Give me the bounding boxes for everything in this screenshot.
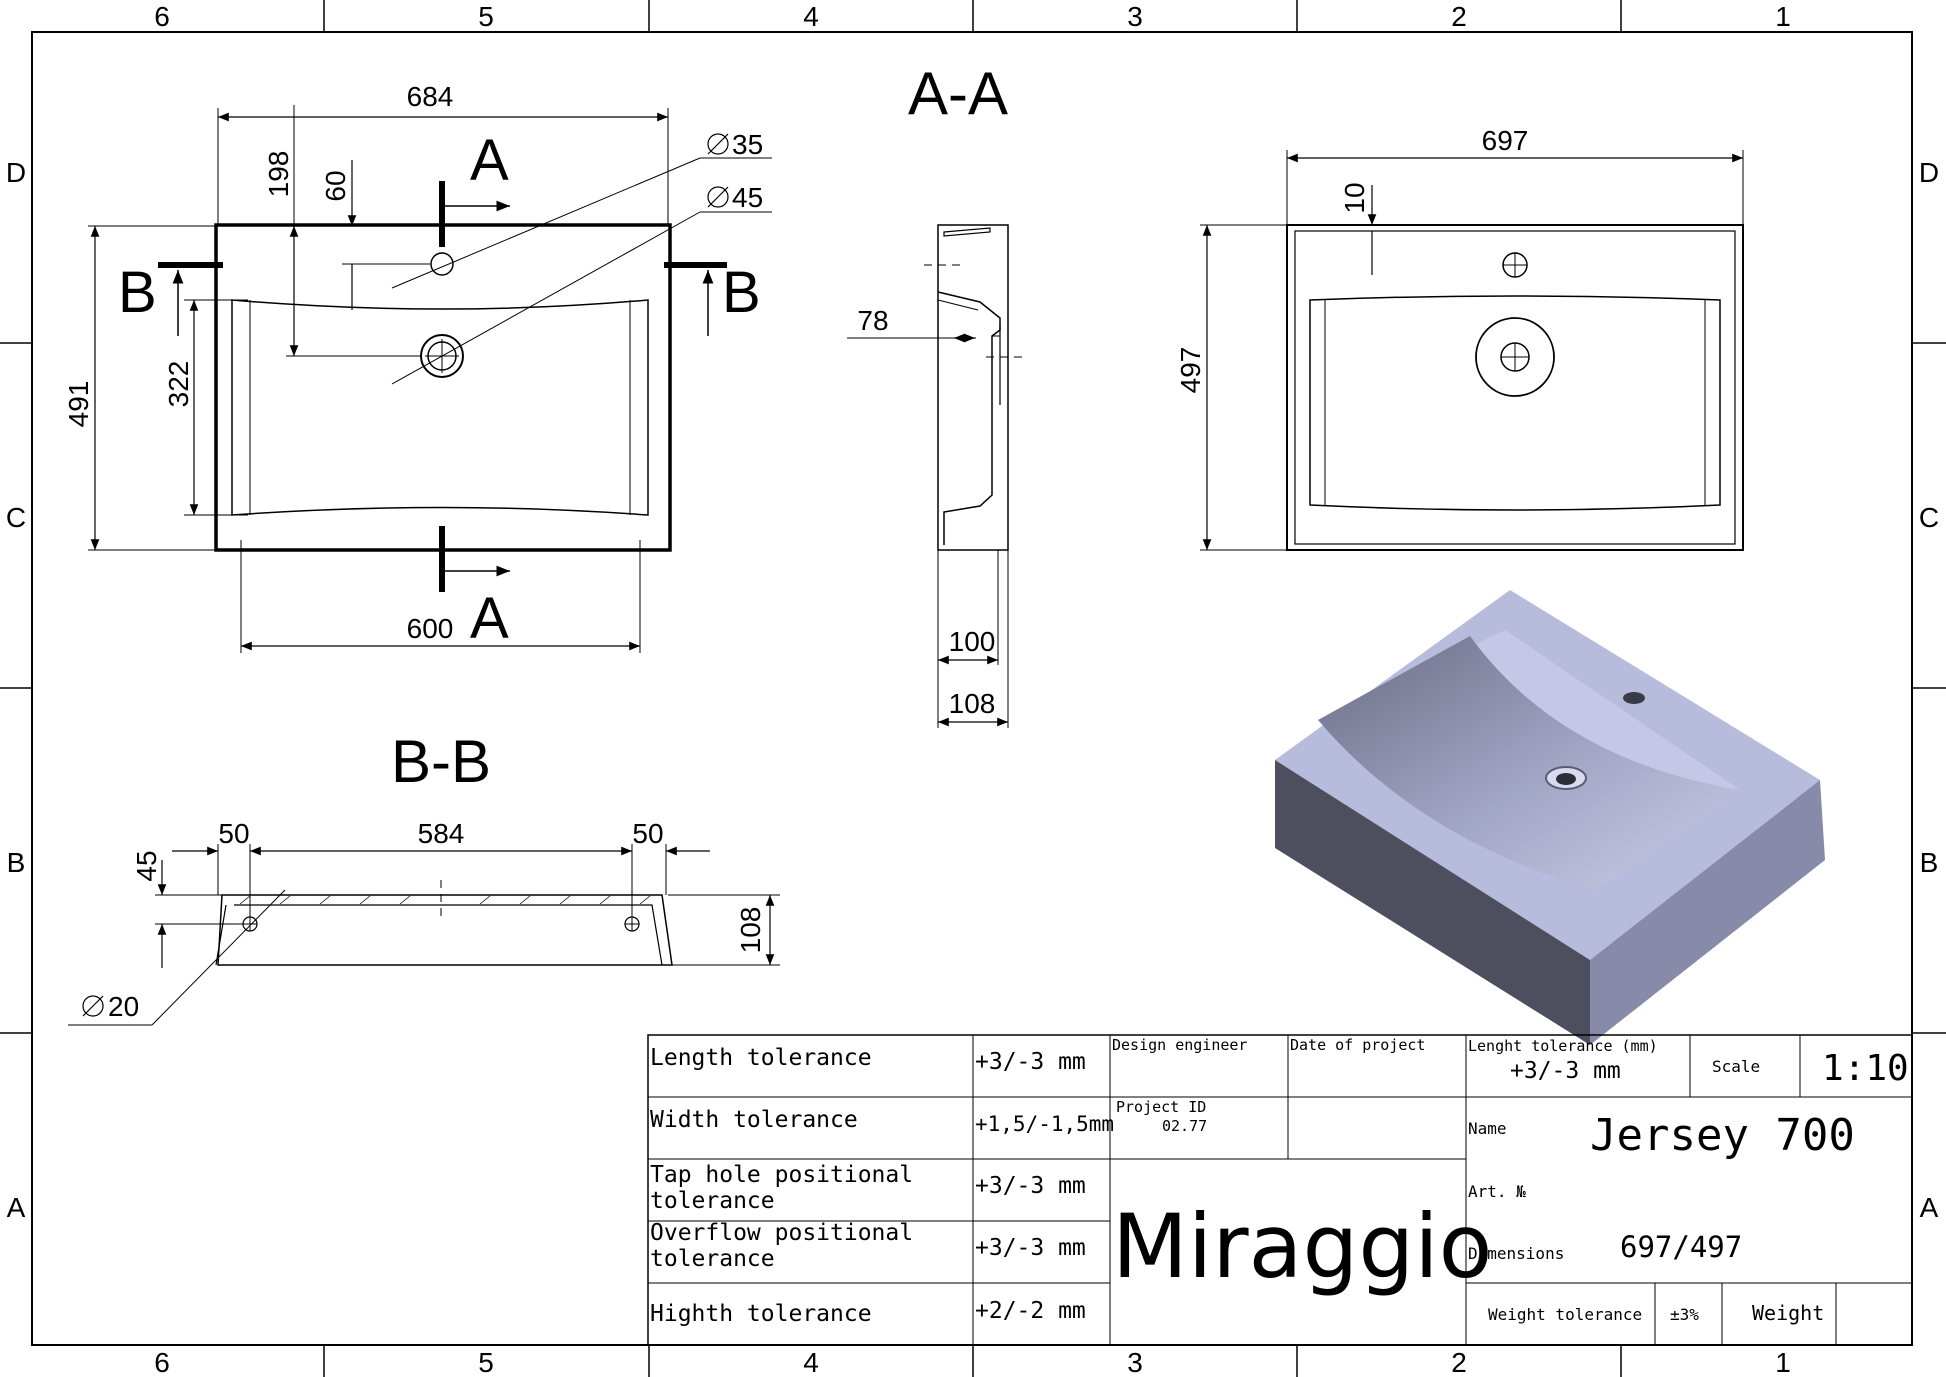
frame-column-labels: 6 5 4 3 2 1 6 5 4 3 2 1 [154,1,1791,1377]
cut-b-right-label: B [722,260,761,325]
cut-b-left-label: B [118,260,157,325]
brand-logo: Miraggio [1112,1195,1493,1298]
length-tolerance-mm-label: Lenght tolerance (mm) [1468,1037,1658,1055]
tol-height-value: +2/-2 mm [975,1298,1086,1324]
render-front-face [1275,760,1590,1045]
render-side-face [1590,780,1825,1045]
render-drain-hole [1556,773,1576,785]
weight-tolerance-label: Weight tolerance [1488,1305,1642,1324]
dim-top-height: 491 [63,381,94,428]
tol-tap-label-text: Tap hole positional [650,1162,913,1188]
tol-tap-value: +3/-3 mm [975,1173,1086,1199]
tol-overflow-label-text: Overflow positional [650,1220,913,1246]
row-label-left: D [6,157,26,188]
section-aa-view: 78 100 108 [847,224,1028,728]
tol-length-value: +3/-3 mm [975,1049,1086,1075]
dim-aa-bowl-depth: 78 [857,305,888,336]
design-engineer-label: Design engineer [1112,1036,1247,1054]
dim-aa-outer-height: 108 [949,688,996,719]
cut-a-bottom-label: A [470,586,509,651]
dim-tap-hole-dia: 35 [732,129,763,160]
tol-overflow-label-text-line2: tolerance [650,1246,775,1272]
project-id-label: Project ID [1116,1098,1206,1116]
dim-bb-hole-dia: 20 [108,991,139,1022]
col-label-top: 5 [478,1,494,32]
col-label-top: 3 [1127,1,1143,32]
col-label-bottom: 1 [1775,1347,1791,1377]
row-label-left: A [7,1192,26,1223]
name-label: Name [1468,1119,1507,1138]
row-label-left: C [6,502,26,533]
weight-tolerance-value: ±3% [1670,1305,1699,1324]
col-label-bottom: 5 [478,1347,494,1377]
col-label-bottom: 2 [1451,1347,1467,1377]
tol-length-label: Length tolerance [650,1045,872,1071]
scale-value: 1:10 [1822,1048,1909,1089]
art-number-label: Art. № [1468,1182,1526,1201]
row-label-left: B [7,847,26,878]
cut-a-top-label: A [470,128,509,193]
col-label-top: 4 [803,1,819,32]
tol-overflow-label: Overflow positional tolerance [650,1220,927,1272]
length-tolerance-mm-value: +3/-3 mm [1510,1058,1621,1084]
tol-width-value: +1,5/-1,5mm [975,1112,1114,1136]
project-id-value: 02.77 [1162,1117,1207,1135]
section-bb-title: B-B [391,728,491,795]
dim-aa-inner-height: 100 [949,626,996,657]
section-aa-title: A-A [908,60,1008,127]
tol-overflow-value: +3/-3 mm [975,1235,1086,1261]
tol-tap-label: Tap hole positional tolerance [650,1162,927,1214]
dim-bb-top-offset: 45 [131,850,162,881]
tol-tap-label-text-line2: tolerance [650,1188,775,1214]
render-bowl [1318,636,1740,890]
dimensions-value: 697/497 [1620,1230,1742,1264]
dim-bb-left-margin: 50 [218,818,249,849]
tol-height-label: Highth tolerance [650,1301,872,1327]
dim-bb-span: 584 [418,818,465,849]
dim-bb-right-margin: 50 [632,818,663,849]
row-label-right: C [1919,502,1939,533]
dim-top-width: 684 [407,81,454,112]
row-label-right: B [1920,847,1939,878]
dim-bowl-width: 600 [407,613,454,644]
dim-drain-dia: 45 [732,182,763,213]
dim-bb-height: 108 [735,907,766,954]
render-tap-hole [1623,692,1645,704]
dimensions-label: Dimensions [1468,1244,1564,1263]
row-label-right: A [1920,1192,1939,1223]
frame-row-labels: D C B A D C B A [6,157,1939,1223]
basin-3d-render [1275,590,1825,1045]
col-label-top: 6 [154,1,170,32]
col-label-bottom: 4 [803,1347,819,1377]
dim-front-rim: 10 [1339,182,1370,213]
col-label-top: 1 [1775,1,1791,32]
dim-tap-offset: 60 [320,170,351,201]
col-label-top: 2 [1451,1,1467,32]
front-view: 697 497 10 [1175,125,1744,551]
name-value: Jersey 700 [1590,1110,1855,1161]
tol-width-label: Width tolerance [650,1107,858,1133]
dim-front-height: 497 [1175,347,1206,394]
col-label-bottom: 6 [154,1347,170,1377]
dim-front-width: 697 [1482,125,1529,156]
top-view: A A B B 684 600 491 322 198 60 [63,81,772,653]
row-label-right: D [1919,157,1939,188]
col-label-bottom: 3 [1127,1347,1143,1377]
dim-bowl-height: 322 [163,361,194,408]
dim-drain-offset: 198 [263,151,294,198]
title-block: Length tolerance +3/-3 mm Width toleranc… [647,1034,1913,1346]
weight-label: Weight [1752,1301,1824,1325]
date-of-project-label: Date of project [1290,1036,1425,1054]
scale-label: Scale [1712,1057,1760,1076]
section-bb-view: 50 584 50 45 108 20 [68,818,780,1026]
